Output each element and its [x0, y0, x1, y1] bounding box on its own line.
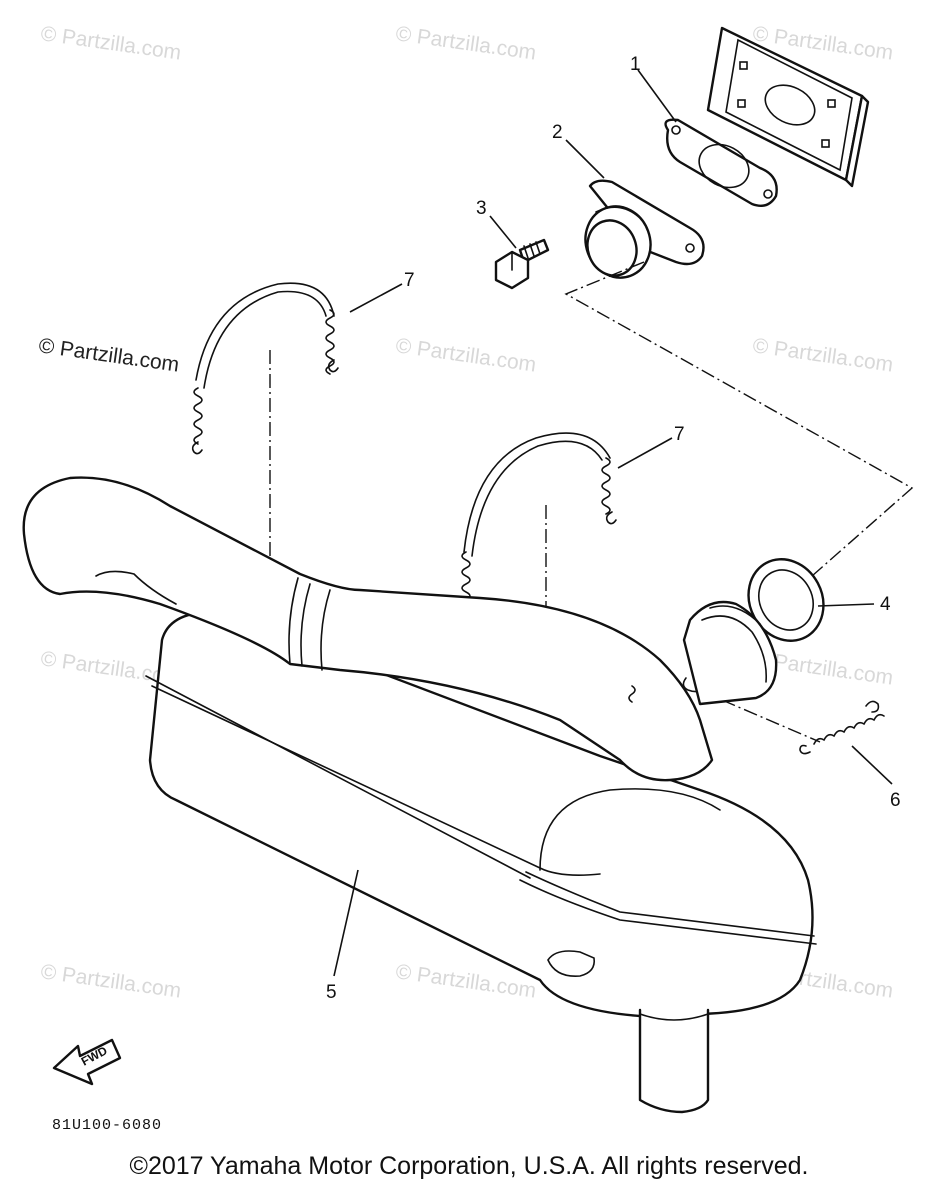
callout-7-lower: 7 — [674, 424, 685, 445]
forward-arrow: FWD — [52, 1038, 122, 1086]
bolt-part-3 — [494, 238, 550, 290]
callout-6: 6 — [890, 790, 901, 811]
watermark: © Partzilla.com — [394, 334, 537, 376]
manifold-part-2 — [584, 179, 705, 279]
watermark: © Partzilla.com — [39, 22, 182, 64]
callout-1: 1 — [630, 54, 641, 75]
spring-part-7-lower — [459, 432, 617, 611]
watermark-dark: © Partzilla.com — [37, 334, 180, 376]
callout-4: 4 — [880, 594, 891, 615]
watermark: © Partzilla.com — [751, 334, 894, 376]
spring-part-7-upper — [191, 282, 339, 455]
callout-2: 2 — [552, 122, 563, 143]
diagram-code: 81U100-6080 — [52, 1117, 162, 1134]
callout-7-upper: 7 — [404, 270, 415, 291]
muffler-part-5 — [145, 610, 817, 1114]
mount-block — [706, 26, 870, 188]
callout-3: 3 — [476, 198, 487, 219]
callout-5: 5 — [326, 982, 337, 1003]
spring-part-6 — [799, 700, 885, 755]
callouts: 1 2 3 4 5 6 7 7 — [326, 54, 901, 1003]
watermark: © Partzilla.com — [39, 960, 182, 1002]
leader-lines — [333, 69, 893, 977]
head-pipe — [22, 476, 778, 782]
watermark: © Partzilla.com — [394, 22, 537, 64]
gasket-part-1 — [664, 118, 778, 207]
copyright-notice: ©2017 Yamaha Motor Corporation, U.S.A. A… — [129, 1152, 809, 1180]
